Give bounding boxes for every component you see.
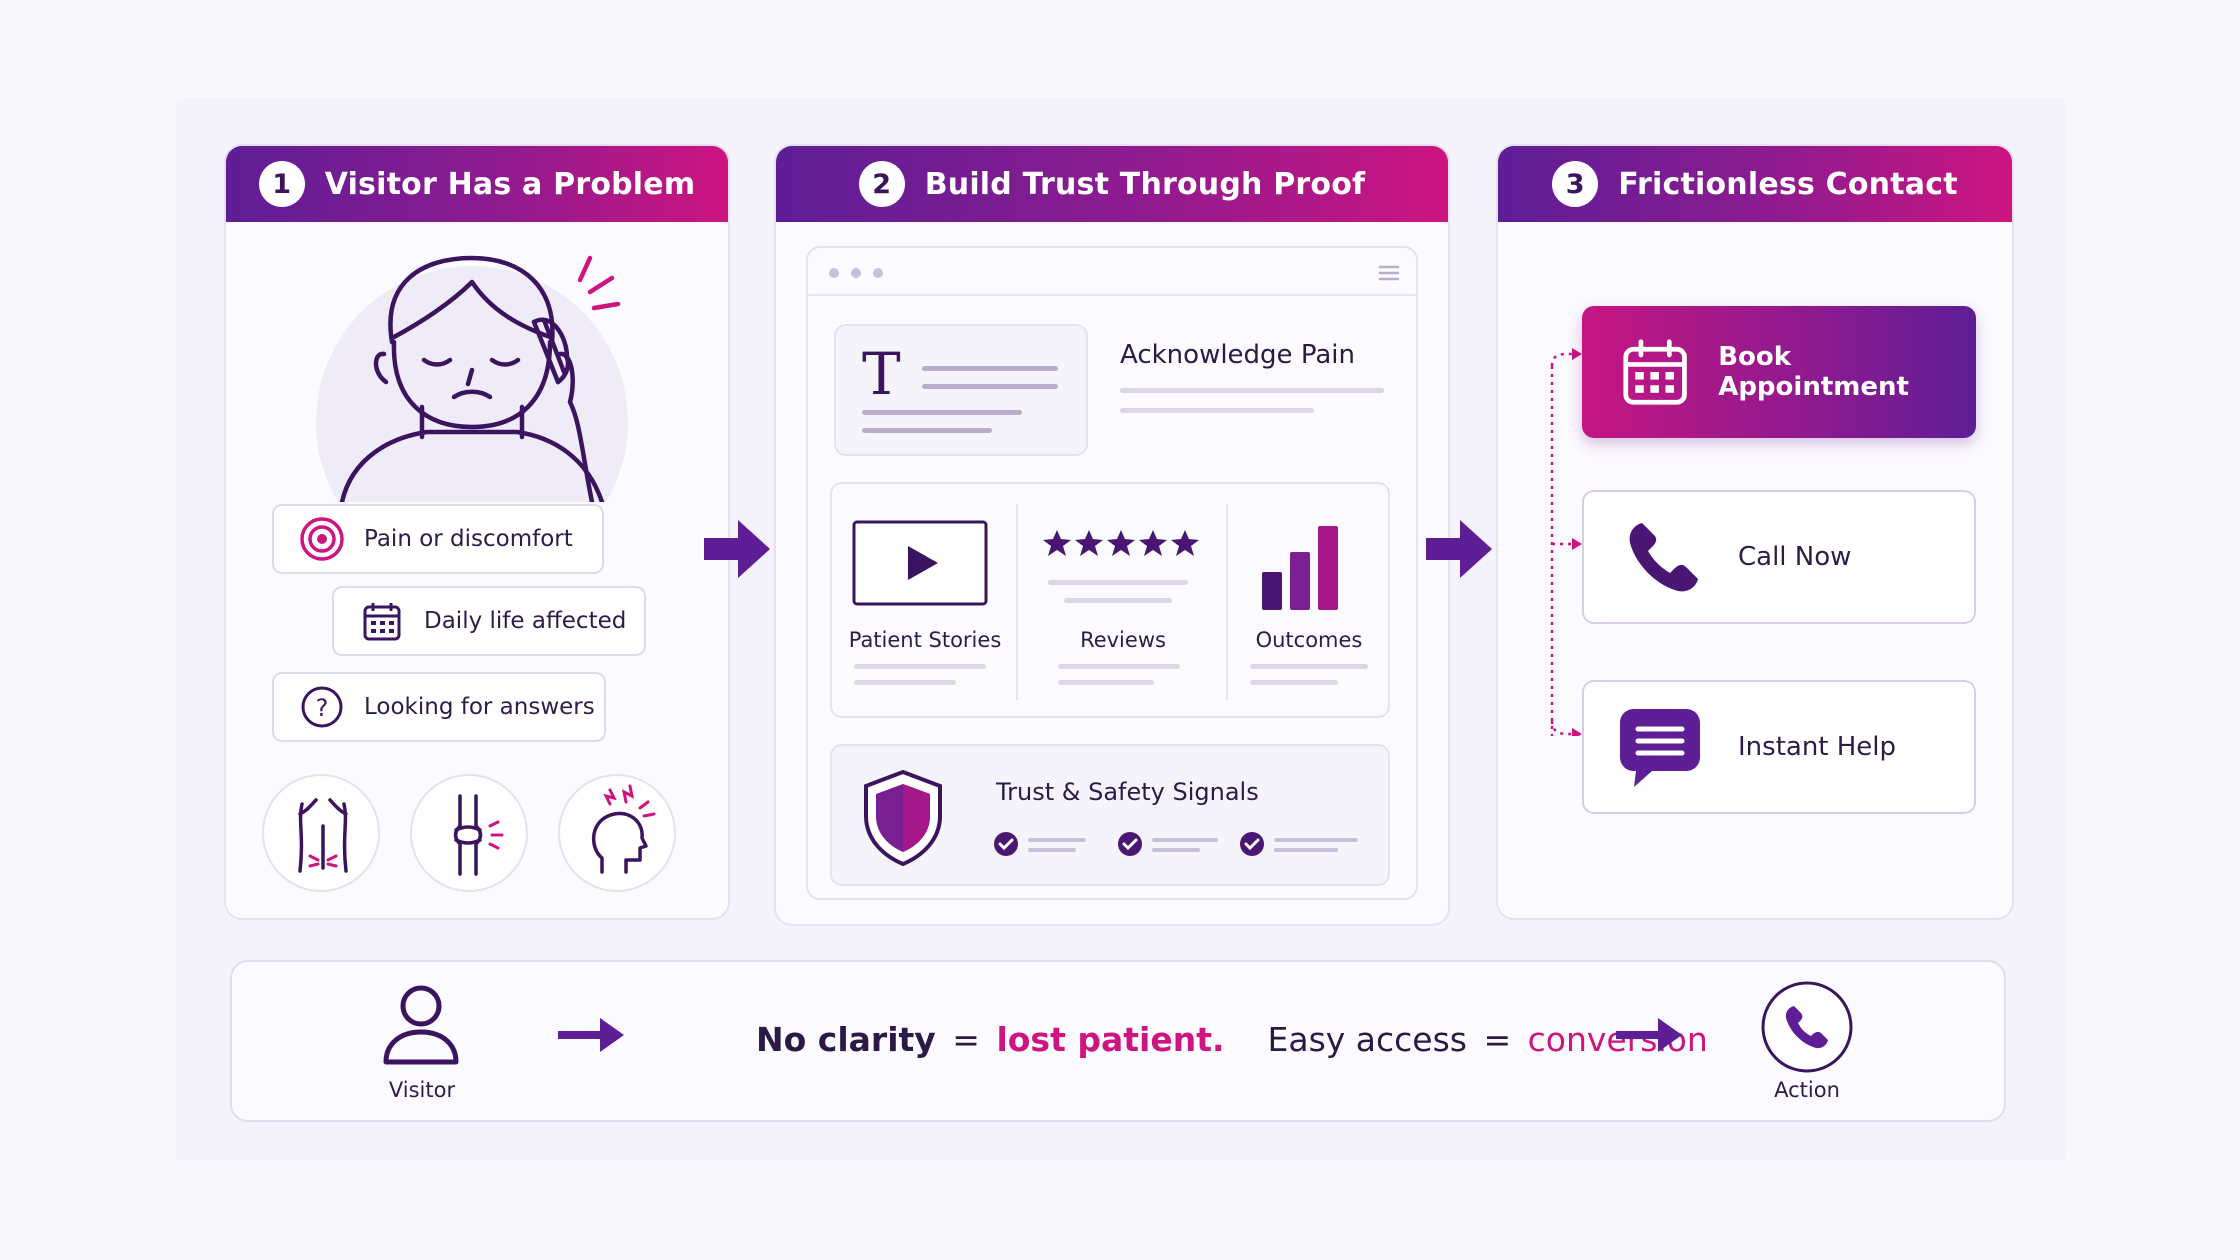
head-pain-icon [558, 774, 676, 892]
calendar-icon [352, 600, 412, 642]
book-appointment-button[interactable]: Book Appointment [1582, 306, 1976, 438]
phone-icon [1629, 523, 1698, 592]
patient-stories-label: Patient Stories [848, 628, 1002, 652]
user-icon [383, 985, 459, 1065]
calendar-icon [1623, 339, 1687, 405]
step-number-2: 2 [858, 161, 905, 207]
video-play-icon [852, 520, 988, 606]
summary-sentence: No clarity = lost patient. Easy access =… [756, 1020, 1708, 1059]
shield-icon [864, 769, 942, 867]
panel-build-trust: 2 Build Trust Through Proof T Acknowledg… [774, 144, 1450, 926]
arrow-right-icon [558, 1018, 624, 1052]
panel-3-header: 3 Frictionless Contact [1498, 146, 2012, 222]
visitor-label: Visitor [388, 1078, 456, 1102]
equals-1: = [952, 1020, 980, 1059]
trust-safety-card: Trust & Safety Signals [830, 744, 1390, 886]
text-glyph: T [862, 340, 901, 408]
step-number-3: 3 [1552, 161, 1599, 207]
bubble-looking-answers-label: Looking for answers [364, 694, 595, 720]
bar-chart-outcomes-icon [1262, 526, 1338, 610]
step-number-1: 1 [258, 161, 305, 207]
instant-help-label: Instant Help [1738, 732, 1897, 762]
bubble-daily-life: Daily life affected [332, 586, 646, 656]
panel-visitor-problem: 1 Visitor Has a Problem Pain or dis [224, 144, 730, 920]
book-appointment-label: Book Appointment [1718, 342, 1909, 402]
action-label: Action [1774, 1078, 1840, 1102]
bubble-looking-answers: ? Looking for answers [272, 672, 606, 742]
check-signals-row [994, 832, 1358, 856]
back-pain-icon [262, 774, 380, 892]
svg-text:?: ? [316, 694, 329, 722]
trust-safety-title: Trust & Safety Signals [996, 778, 1259, 806]
chat-icon [1620, 709, 1700, 787]
five-star-rating-icon [1043, 530, 1199, 556]
browser-mockup: T Acknowledge Pain Patient Stories [806, 246, 1418, 900]
bubble-daily-life-label: Daily life affected [424, 608, 627, 634]
person-headache-illustration [316, 255, 628, 502]
no-clarity-text: No clarity [756, 1020, 936, 1059]
panel-1-header: 1 Visitor Has a Problem [226, 146, 728, 222]
question-icon: ? [292, 685, 352, 729]
dotted-connector [1550, 348, 1582, 736]
acknowledge-pain-title: Acknowledge Pain [1120, 340, 1355, 370]
call-now-label: Call Now [1738, 542, 1852, 572]
call-now-button[interactable]: Call Now [1582, 490, 1976, 624]
lost-patient-text: lost patient. [996, 1020, 1225, 1059]
panel-2-header: 2 Build Trust Through Proof [776, 146, 1448, 222]
arrow-step1-to-step2 [704, 520, 770, 578]
window-dots-icon [829, 268, 883, 278]
menu-icon [1378, 265, 1400, 281]
target-icon [292, 516, 352, 562]
conversion-text: conversion [1527, 1020, 1708, 1059]
equals-2: = [1483, 1020, 1512, 1059]
outcomes-label: Outcomes [1255, 628, 1363, 652]
bubble-pain-label: Pain or discomfort [364, 526, 573, 552]
summary-strip: Visitor No clarity = lost patient. Easy … [230, 960, 2006, 1122]
instant-help-button[interactable]: Instant Help [1582, 680, 1976, 814]
easy-access-text: Easy access [1267, 1020, 1467, 1059]
arrow-step2-to-step3 [1426, 520, 1492, 578]
arrow-right-icon [1616, 1018, 1682, 1052]
panel-2-title: Build Trust Through Proof [924, 166, 1366, 202]
bubble-pain: Pain or discomfort [272, 504, 604, 574]
reviews-label: Reviews [1080, 628, 1166, 652]
proof-card: Patient Stories Reviews [830, 482, 1390, 718]
knee-joint-pain-icon [410, 774, 528, 892]
phone-circle-icon[interactable] [1760, 980, 1854, 1074]
panel-3-title: Frictionless Contact [1618, 166, 1958, 202]
panel-1-title: Visitor Has a Problem [324, 166, 696, 202]
text-content-card: T [834, 324, 1088, 456]
panel-frictionless-contact: 3 Frictionless Contact Book Appointment … [1496, 144, 2014, 920]
